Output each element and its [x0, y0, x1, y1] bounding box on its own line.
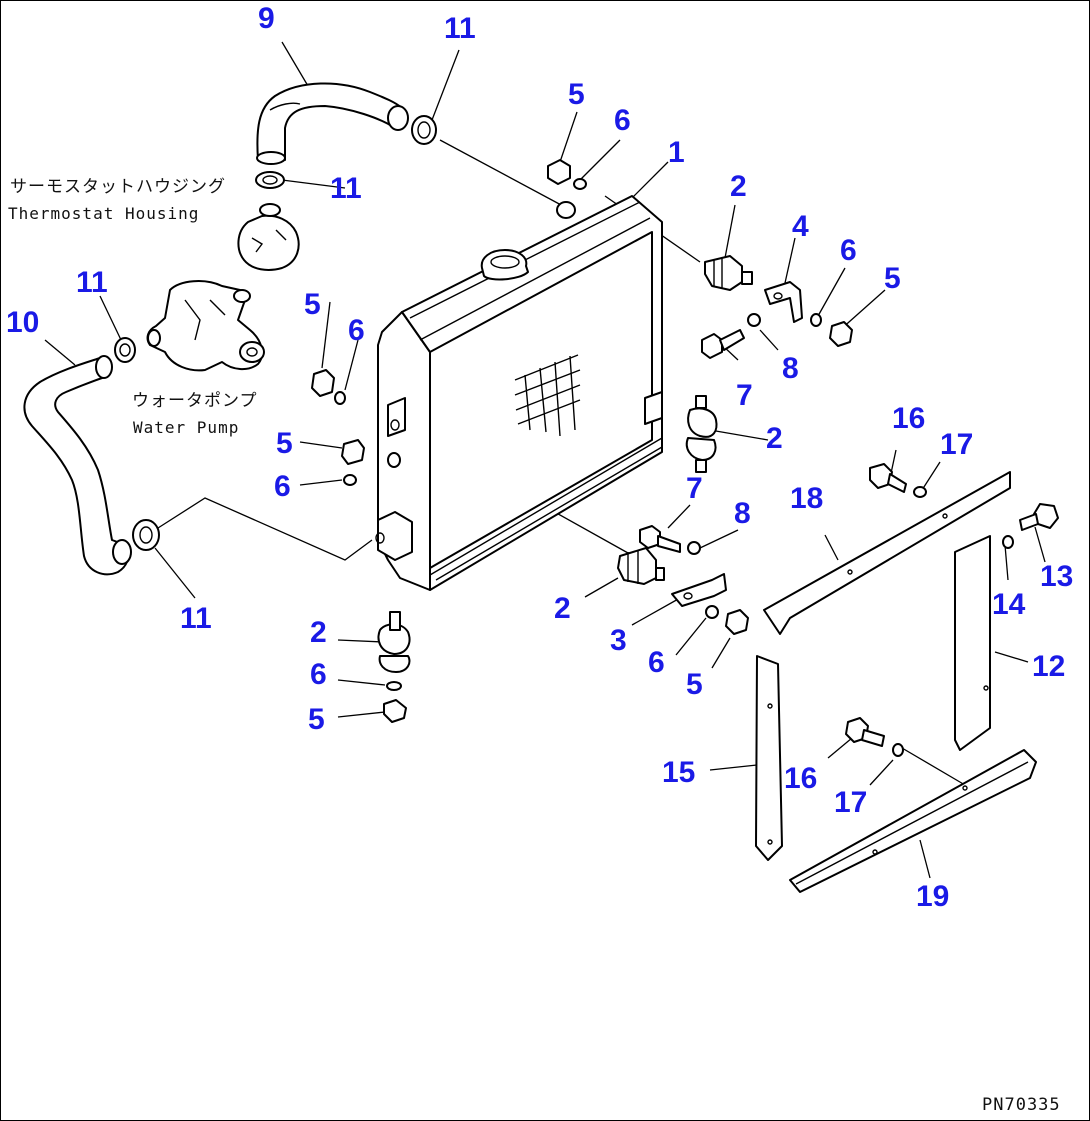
callout-16: 16	[892, 402, 925, 435]
mount-rubber-mid	[617, 547, 665, 585]
bolt-13	[1019, 503, 1059, 531]
callout-6: 6	[274, 470, 291, 503]
callout-2: 2	[730, 170, 747, 203]
plate-18	[763, 471, 1011, 635]
callout-5: 5	[686, 668, 703, 701]
mount-rubber-upper	[704, 255, 753, 291]
plate-15	[755, 655, 783, 861]
callout-4: 4	[792, 210, 809, 243]
callout-6: 6	[614, 104, 631, 137]
water-pump	[146, 280, 265, 372]
callout-17: 17	[940, 428, 973, 461]
plate-19	[789, 749, 1037, 893]
callout-2: 2	[310, 616, 327, 649]
callout-2: 2	[554, 592, 571, 625]
callout-11: 11	[180, 602, 212, 635]
callout-16: 16	[784, 762, 817, 795]
bolt-16-lower	[845, 717, 885, 747]
thermostat-note-en: Thermostat Housing	[8, 204, 199, 223]
callout-9: 9	[258, 2, 275, 35]
mount-rubbers	[377, 255, 753, 673]
callout-5: 5	[568, 78, 585, 111]
bolts	[639, 329, 1059, 747]
callout-7: 7	[686, 472, 703, 505]
mount-rubber-right	[685, 395, 718, 473]
callout-3: 3	[610, 624, 627, 657]
thermostat-housing	[237, 203, 300, 271]
callout-2: 2	[766, 422, 783, 455]
callout-5: 5	[884, 262, 901, 295]
water-pump-note-en: Water Pump	[133, 418, 239, 437]
upper-hose	[256, 82, 409, 165]
callout-10: 10	[6, 306, 39, 339]
callout-numbers: 9 11 5 6 1 2 4 6 5 11 11 10 5 6 7 8 2 5 …	[6, 2, 1073, 913]
bolt-16-upper	[869, 463, 907, 493]
callout-8: 8	[782, 352, 799, 385]
lower-hose	[23, 355, 132, 576]
callout-7: 7	[736, 379, 753, 412]
mount-rubber-lower	[377, 611, 411, 673]
brackets	[671, 281, 803, 607]
callout-8: 8	[734, 497, 751, 530]
callout-15: 15	[662, 756, 695, 789]
callout-6: 6	[348, 314, 365, 347]
callout-6: 6	[840, 234, 857, 267]
callout-5: 5	[276, 427, 293, 460]
callout-17: 17	[834, 786, 867, 819]
callout-11: 11	[444, 12, 476, 45]
thermostat-note-jp: サーモスタットハウジング	[10, 177, 226, 197]
callout-6: 6	[648, 646, 665, 679]
nuts-and-washers	[311, 159, 1014, 757]
callout-14: 14	[992, 588, 1026, 621]
callout-11: 11	[76, 266, 108, 299]
callout-19: 19	[916, 880, 949, 913]
callout-11: 11	[330, 172, 362, 205]
callout-12: 12	[1032, 650, 1065, 683]
callout-6: 6	[310, 658, 327, 691]
bolt-7-lower	[639, 525, 681, 553]
callout-1: 1	[668, 136, 685, 169]
callout-5: 5	[304, 288, 321, 321]
radiator	[375, 195, 663, 591]
drawing-code: PN70335	[982, 1095, 1061, 1115]
callout-18: 18	[790, 482, 823, 515]
shroud-plates	[755, 471, 1037, 893]
plate-12	[954, 535, 991, 751]
hose-clamps	[114, 115, 437, 551]
water-pump-note-jp: ウォータポンプ	[132, 391, 258, 411]
callout-13: 13	[1040, 560, 1073, 593]
callout-5: 5	[308, 703, 325, 736]
bolt-7-upper	[701, 329, 745, 359]
